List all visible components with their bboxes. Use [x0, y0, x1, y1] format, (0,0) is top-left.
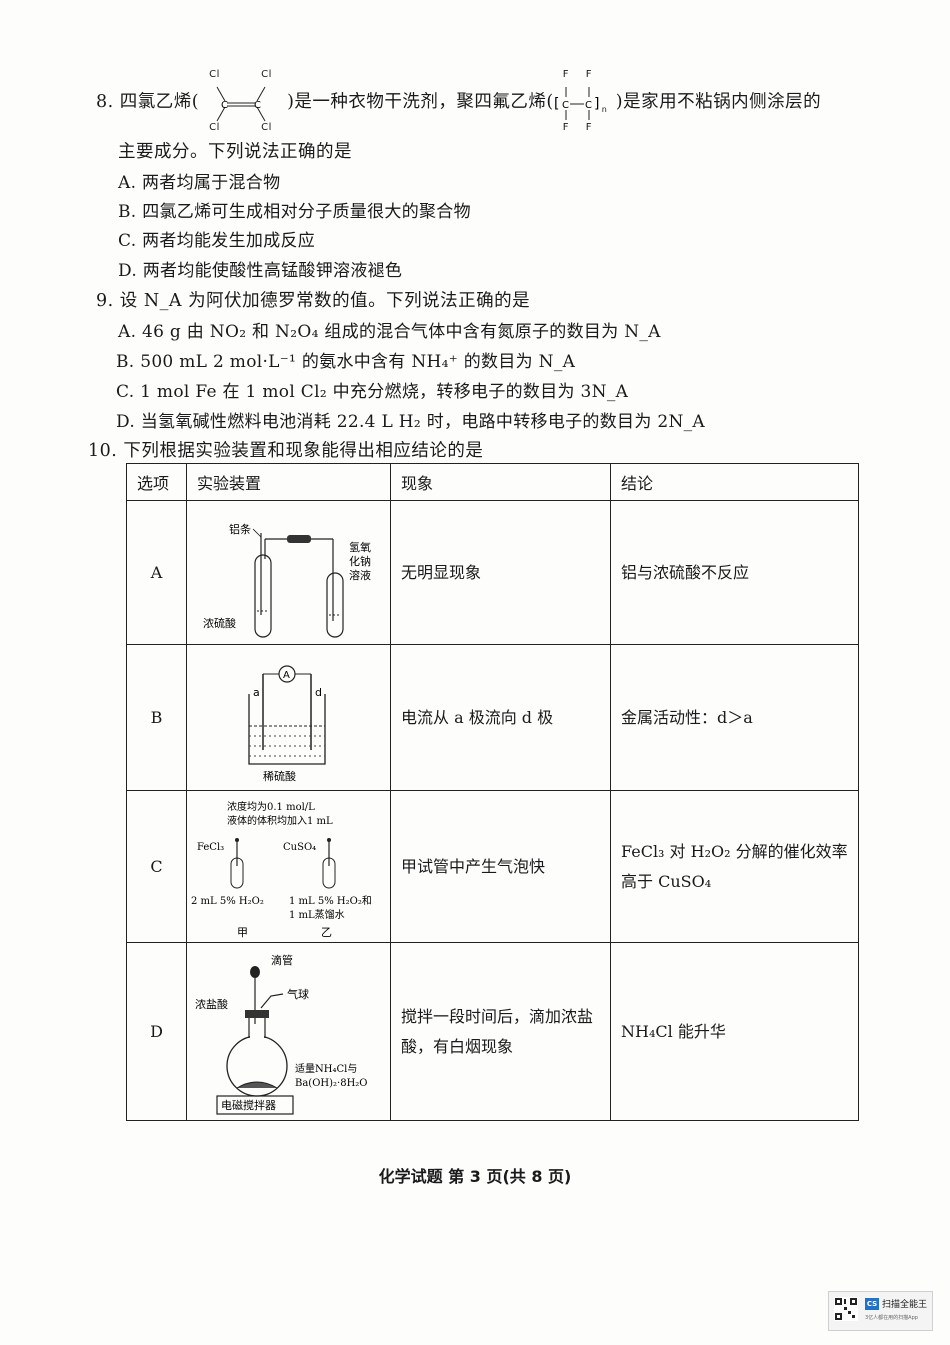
- label-electrode-a: a: [253, 686, 260, 699]
- label-electrode-d: d: [315, 686, 322, 699]
- q9-option-a: A. 46 g 由 NO₂ 和 N₂O₄ 组成的混合气体中含有氮原子的数目为 N…: [118, 322, 661, 342]
- label-magnetic-stirrer: 电磁搅拌器: [221, 1098, 276, 1112]
- label-balloon: 气球: [287, 987, 309, 1001]
- n-subscript: n: [601, 104, 608, 114]
- header-apparatus: 实验装置: [186, 463, 391, 501]
- apparatus-c: 浓度均为0.1 mol/L 液体的体积均加入1 mL FeCl₃ CuSO₄ 2…: [186, 790, 391, 943]
- label-naoh: 化钠: [349, 554, 371, 568]
- page-footer: 化学试题 第 3 页(共 8 页): [378, 1167, 572, 1186]
- label-conc-h2so4: 浓硫酸: [203, 616, 236, 630]
- label-cuso4: CuSO₄: [283, 842, 316, 853]
- label-tube1: 2 mL 5% H₂O₂: [191, 896, 264, 907]
- experiment-table: 选项 实验装置 现象 结论 A 铝条 浓硫酸 氢氧 化钠: [126, 463, 859, 1121]
- q8-option-a: A. 两者均属于混合物: [118, 173, 281, 193]
- row-option: D: [126, 942, 187, 1121]
- qr-code-icon: [834, 1297, 858, 1321]
- scanner-watermark: CS 扫描全能王 3亿人都在用的扫描App: [828, 1291, 933, 1331]
- scanner-app-name: 扫描全能王: [882, 1300, 928, 1310]
- f-label: F: [562, 121, 570, 133]
- label-fecl3: FeCl₃: [197, 842, 224, 853]
- row-option: A: [126, 500, 187, 645]
- q9-option-d: D. 当氢氧碱性燃料电池消耗 22.4 L H₂ 时，电路中转移电子的数目为 2…: [116, 412, 705, 432]
- row-option: C: [126, 790, 187, 943]
- tetrachloroethylene-structure: C C Cl Cl Cl Cl: [199, 69, 287, 133]
- svg-text:C: C: [585, 100, 592, 111]
- header-option: 选项: [126, 463, 187, 501]
- row-phenomenon: 无明显现象: [390, 500, 611, 645]
- label-solid-mixture: 适量NH₄Cl与: [295, 1063, 357, 1075]
- table-row: D 滴管 气球 浓盐酸 适量NH₄Cl与 Ba(OH)₂·8H₂O 电磁搅拌器: [126, 942, 859, 1121]
- row-conclusion: NH₄Cl 能升华: [610, 942, 859, 1121]
- q8-line1: 8. 四氯乙烯( C C Cl Cl Cl Cl )是一种衣物干洗剂，聚四氟乙烯…: [96, 69, 822, 133]
- header-conclusion: 结论: [610, 463, 859, 501]
- ptfe-structure: [ C C ] F F F F n: [554, 69, 616, 133]
- scanner-tagline: 3亿人都在用的扫描App: [865, 1315, 918, 1321]
- label-tube2: 1 mL蒸馏水: [289, 908, 345, 921]
- q9-stem: 9. 设 N_A 为阿伏加德罗常数的值。下列说法正确的是: [96, 291, 531, 311]
- ammeter-icon: A: [283, 670, 290, 681]
- q9-option-b: B. 500 mL 2 mol·L⁻¹ 的氨水中含有 NH₄⁺ 的数目为 N_A: [116, 352, 576, 372]
- galvanic-cell-diagram: A a d 稀硫酸: [248, 664, 326, 783]
- svg-text:C: C: [254, 100, 261, 111]
- row-conclusion: 金属活动性：d＞a: [610, 644, 859, 791]
- q8-mid: )是一种衣物干洗剂，聚四氟乙烯(: [287, 92, 554, 112]
- svg-text:C: C: [221, 100, 228, 111]
- cl-label: Cl: [209, 68, 220, 80]
- label-volume-note: 液体的体积均加入1 mL: [227, 814, 333, 827]
- label-naoh: 氢氧: [349, 540, 371, 554]
- q8-prefix: 8. 四氯乙烯(: [96, 92, 200, 112]
- label-dilute-h2so4: 稀硫酸: [263, 769, 296, 783]
- row-option: B: [126, 644, 187, 791]
- flask-stirrer-diagram: 滴管 气球 浓盐酸 适量NH₄Cl与 Ba(OH)₂·8H₂O 电磁搅拌器: [195, 953, 368, 1115]
- svg-text:C: C: [562, 100, 569, 111]
- table-row: C 浓度均为0.1 mol/L 液体的体积均加入1 mL FeCl₃ CuSO₄…: [126, 790, 859, 943]
- apparatus-d: 滴管 气球 浓盐酸 适量NH₄Cl与 Ba(OH)₂·8H₂O 电磁搅拌器: [186, 942, 391, 1121]
- cl-label: Cl: [261, 121, 272, 133]
- row-conclusion: FeCl₃ 对 H₂O₂ 分解的催化效率高于 CuSO₄: [610, 790, 859, 943]
- label-tube-yi: 乙: [321, 926, 332, 939]
- cl-label: Cl: [209, 121, 220, 133]
- apparatus-a: 铝条 浓硫酸 氢氧 化钠 溶液: [186, 500, 391, 645]
- q8-option-b: B. 四氯乙烯可生成相对分子质量很大的聚合物: [118, 202, 471, 222]
- table-row: B A a d 稀硫酸 电流从 a 极流向 d 极 金属活动性：d＞a: [126, 644, 859, 791]
- table-row: A 铝条 浓硫酸 氢氧 化钠 溶液 无明显现象 铝与浓硫酸: [126, 500, 859, 645]
- svg-text:]: ]: [594, 96, 600, 112]
- cl-label: Cl: [261, 68, 272, 80]
- label-tube-jia: 甲: [237, 926, 248, 939]
- table-header-row: 选项 实验装置 现象 结论: [126, 463, 859, 501]
- q8-option-d: D. 两者均能使酸性高锰酸钾溶液褪色: [118, 261, 403, 281]
- f-label: F: [562, 68, 570, 80]
- label-naoh: 溶液: [349, 568, 371, 582]
- cs-badge-icon: CS: [865, 1298, 879, 1310]
- label-solid-mixture: Ba(OH)₂·8H₂O: [295, 1078, 368, 1089]
- f-label: F: [585, 121, 593, 133]
- svg-text:[: [: [554, 96, 560, 112]
- label-al-strip: 铝条: [229, 522, 251, 536]
- f-label: F: [585, 68, 593, 80]
- catalysis-comparison-diagram: 浓度均为0.1 mol/L 液体的体积均加入1 mL FeCl₃ CuSO₄ 2…: [191, 800, 372, 939]
- row-conclusion: 铝与浓硫酸不反应: [610, 500, 859, 645]
- label-conc-hcl: 浓盐酸: [195, 997, 228, 1011]
- q8-line2: 主要成分。下列说法正确的是: [118, 142, 352, 162]
- q10-stem: 10. 下列根据实验装置和现象能得出相应结论的是: [88, 441, 484, 461]
- q8-option-c: C. 两者均能发生加成反应: [118, 231, 316, 251]
- apparatus-b: A a d 稀硫酸: [186, 644, 391, 791]
- header-phenomenon: 现象: [390, 463, 611, 501]
- row-phenomenon: 电流从 a 极流向 d 极: [390, 644, 611, 791]
- q9-option-c: C. 1 mol Fe 在 1 mol Cl₂ 中充分燃烧，转移电子的数目为 3…: [116, 382, 629, 402]
- label-concentration-note: 浓度均为0.1 mol/L: [227, 800, 315, 813]
- row-phenomenon: 甲试管中产生气泡快: [390, 790, 611, 943]
- al-acid-apparatus-diagram: 铝条 浓硫酸 氢氧 化钠 溶液: [203, 522, 371, 638]
- q8-suffix: )是家用不粘锅内侧涂层的: [615, 92, 822, 112]
- label-tube2: 1 mL 5% H₂O₂和: [289, 895, 372, 907]
- label-dropper: 滴管: [271, 953, 293, 967]
- row-phenomenon: 搅拌一段时间后，滴加浓盐酸，有白烟现象: [390, 942, 611, 1121]
